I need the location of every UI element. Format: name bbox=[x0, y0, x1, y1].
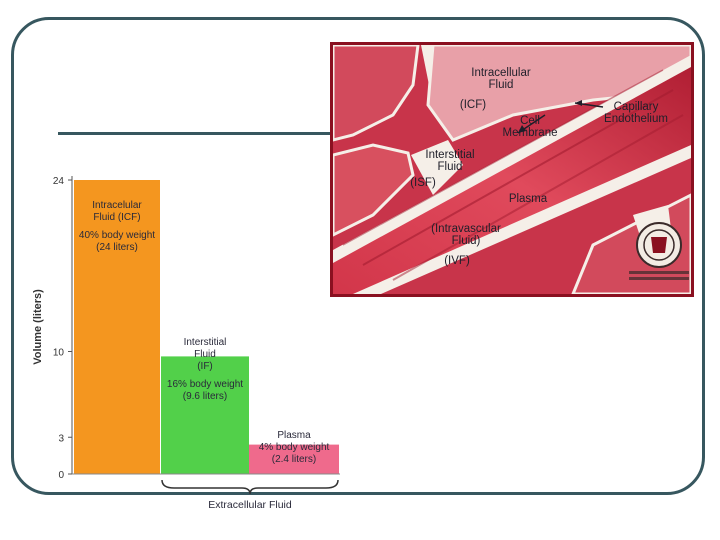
y-tick-label-3: 0 bbox=[58, 470, 64, 481]
bar-2-label-line-1: 4% body weight bbox=[259, 442, 330, 453]
slide-frame bbox=[11, 17, 705, 495]
micrograph-illustration bbox=[333, 45, 691, 294]
bar-0 bbox=[74, 180, 160, 474]
bar-1-label-line-4: 16% body weight bbox=[167, 379, 243, 390]
bar-0-label-line-3: 40% body weight bbox=[79, 230, 155, 241]
y-tick-label-1: 10 bbox=[53, 348, 65, 359]
y-axis-label: Volume (liters) bbox=[32, 289, 44, 365]
extracellular-label: Extracellular Fluid bbox=[208, 499, 292, 511]
bar-0-label-line-1: Fluid (ICF) bbox=[93, 212, 140, 223]
bar-2-label-line-2: (2.4 liters) bbox=[272, 454, 316, 465]
isf-abbr-label: (ISF) bbox=[410, 177, 436, 189]
bar-2-label-line-0: Plasma bbox=[277, 430, 311, 441]
icf-abbr-label: (ICF) bbox=[459, 99, 487, 111]
bar-1-label-line-1: Fluid bbox=[194, 349, 216, 360]
bar-1-label-line-2: (IF) bbox=[197, 361, 213, 372]
title-divider bbox=[58, 132, 340, 135]
plasma-label: Plasma bbox=[508, 193, 548, 205]
y-tick-label-0: 24 bbox=[53, 176, 65, 187]
bar-2 bbox=[249, 444, 339, 474]
y-tick-label-2: 3 bbox=[58, 433, 64, 444]
bar-0-label-line-4: (24 liters) bbox=[96, 242, 138, 253]
university-seal-icon bbox=[629, 222, 689, 280]
ivf-abbr-label: (IVF) bbox=[444, 255, 470, 267]
bar-1-label-line-5: (9.6 liters) bbox=[183, 391, 227, 402]
extracellular-brace bbox=[161, 479, 339, 495]
bar-1 bbox=[161, 356, 249, 474]
bar-0-label-line-0: Intracelular bbox=[92, 200, 142, 211]
bar-1-label-line-0: Interstitial bbox=[184, 337, 227, 348]
